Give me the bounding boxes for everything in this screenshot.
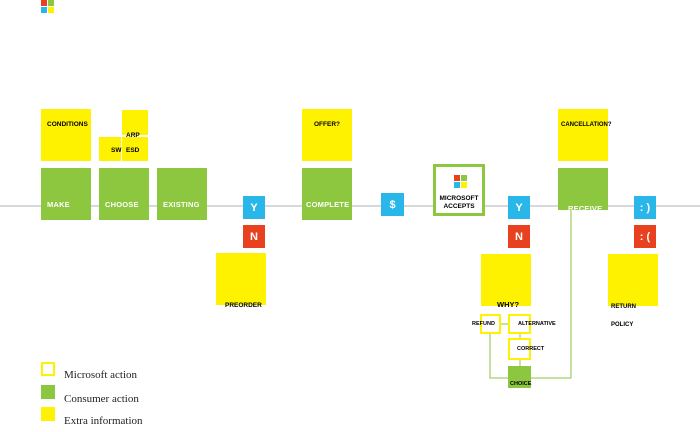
choose-product-label: CHOOSE PRODUCT: [105, 200, 144, 227]
microsoft-logo-icon: [41, 0, 55, 14]
conditions-label: CONDITIONS: [47, 121, 88, 128]
complete-purchase-box: COMPLETE PURCHASE: [302, 168, 352, 227]
refund-label: REFUND: [472, 321, 495, 327]
microsoft-accepts-label: MICROSOFT ACCEPTS: [439, 195, 479, 210]
conditions-box: CONDITIONS: [41, 109, 91, 161]
happy-label: : ): [639, 201, 651, 214]
correct-box: CORRECT: [508, 338, 544, 360]
no-label-1: N: [250, 230, 258, 243]
why-label: WHY?: [497, 300, 520, 309]
no-label-2: N: [515, 230, 523, 243]
legend-swatch-consumer: [41, 385, 55, 399]
choice-label: CHOICE: [510, 381, 532, 387]
return-policy-label: RETURN POLICY: [611, 304, 636, 328]
choose-product-box: CHOOSE PRODUCT: [99, 168, 149, 227]
yes-label-1: Y: [250, 201, 258, 214]
choice-box: CHOICE: [508, 366, 531, 388]
microsoft-accepts-box: MICROSOFT ACCEPTS: [433, 164, 485, 216]
make-account-box: MAKE ACCOUNT: [41, 168, 91, 227]
offer-label: OFFER?: [314, 121, 340, 128]
arp-label: ARP: [126, 132, 140, 139]
sad-label: : (: [639, 230, 651, 243]
complete-purchase-label: COMPLETE PURCHASE: [306, 200, 350, 227]
legend-label-consumer: Consumer action: [64, 393, 139, 405]
offer-box: OFFER?: [302, 109, 352, 161]
esd-box: ESD: [122, 137, 148, 161]
yes-label-2: Y: [515, 201, 523, 214]
receive-label: RECEIVE: [568, 204, 603, 213]
preorder-label: PREORDER: [225, 302, 262, 309]
existing-product-label: EXISTING PRODUCT: [163, 200, 202, 227]
esd-label: ESD: [126, 147, 140, 154]
preorder-box: PREORDER: [216, 253, 266, 309]
receive-box: RECEIVE: [558, 168, 608, 213]
alternative-box: ALTERNATIVE: [508, 314, 556, 334]
sw-box: SW: [99, 137, 121, 161]
legend-label-microsoft: Microsoft action: [64, 369, 138, 381]
correct-label: CORRECT: [517, 346, 545, 352]
yes-badge-1: Y: [243, 196, 265, 219]
cancellation-label: CANCELLATION?: [561, 122, 612, 128]
payment-badge: $: [381, 193, 404, 216]
sw-label: SW: [111, 147, 122, 154]
payment-label: $: [389, 198, 396, 211]
no-badge-1: N: [243, 225, 265, 248]
legend-label-extra: Extra information: [64, 415, 143, 427]
refund-box: REFUND: [472, 314, 501, 334]
microsoft-logo-icon: [454, 175, 468, 189]
happy-badge: : ): [634, 196, 656, 219]
existing-product-box: EXISTING PRODUCT: [157, 168, 207, 227]
make-account-label: MAKE ACCOUNT: [47, 200, 86, 227]
cancellation-box: CANCELLATION?: [558, 109, 612, 161]
return-policy-box: RETURN POLICY: [608, 254, 658, 328]
sad-badge: : (: [634, 225, 656, 248]
yes-badge-2: Y: [508, 196, 530, 219]
no-badge-2: N: [508, 225, 530, 248]
alternative-label: ALTERNATIVE: [518, 321, 556, 327]
arp-box: ARP: [122, 110, 148, 139]
legend-swatch-extra: [41, 407, 55, 421]
why-box: WHY?: [481, 254, 531, 309]
legend-swatch-microsoft: [41, 362, 55, 376]
